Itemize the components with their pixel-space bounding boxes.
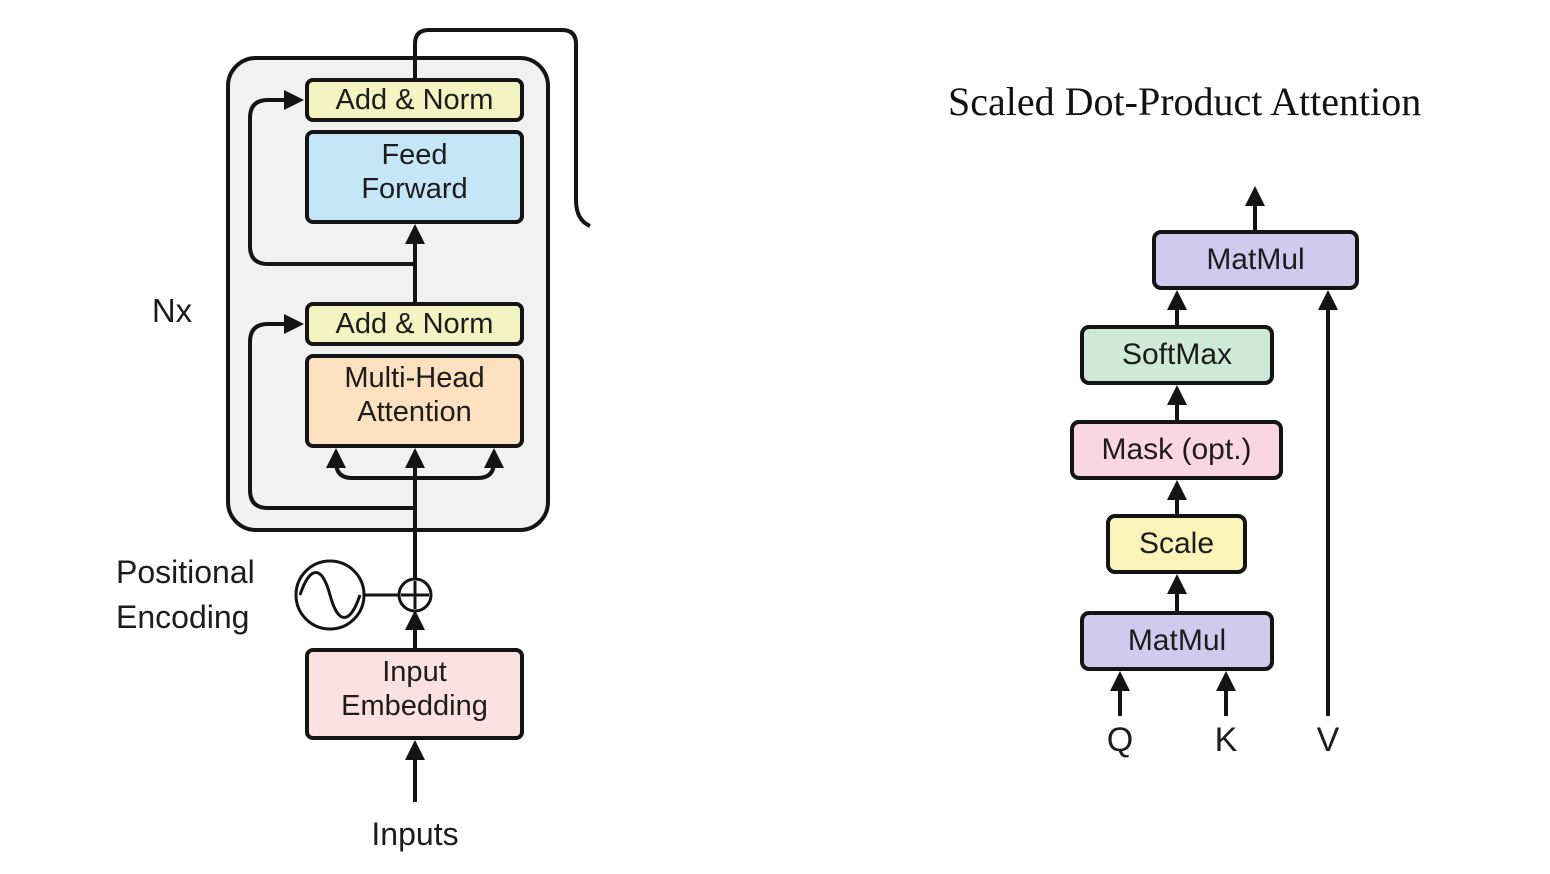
feed-forward-line-1: Feed [381, 139, 448, 171]
scale-label: Scale [1138, 527, 1215, 560]
matmul-top-box [1152, 230, 1359, 290]
feed-forward-label: Feed Forward [307, 138, 522, 206]
feed-forward-line-2: Forward [361, 173, 468, 206]
sine-wave-icon [298, 571, 362, 619]
positional-encoding-line-2: Encoding [116, 598, 250, 635]
softmax-label: SoftMax [1121, 338, 1233, 371]
matmul-bottom-label: MatMul [1127, 624, 1227, 657]
nx-label: Nx [151, 292, 193, 329]
scale-box [1106, 514, 1247, 574]
k-label: K [1214, 721, 1238, 759]
multi-head-line-2: Attention [357, 396, 472, 429]
positional-encoding-line-1: Positional [116, 554, 255, 590]
encoder-block [226, 56, 550, 532]
attention-title: Scaled Dot-Product Attention [948, 79, 1422, 124]
ffn-residual-arrow [248, 90, 415, 266]
input-embedding-line-2: Embedding [341, 690, 488, 723]
mha-add-norm-box [305, 302, 524, 346]
positional-encoding-label: Positional Encoding [116, 550, 282, 640]
q-label: Q [1106, 721, 1134, 759]
input-embedding-label: Input Embedding [307, 655, 522, 723]
feed-forward-box [305, 130, 524, 224]
mha-residual-arrow [248, 314, 415, 510]
encoder-output-line [413, 28, 591, 228]
mha-right-branch-arrow [415, 448, 504, 480]
inputs-label: Inputs [371, 816, 459, 852]
input-embedding-line-1: Input [382, 656, 447, 688]
mask-label: Mask (opt.) [1101, 433, 1252, 466]
multi-head-attention-label: Multi-Head Attention [307, 361, 522, 429]
input-embedding-box [305, 648, 524, 740]
softmax-box [1080, 325, 1274, 385]
mha-add-norm-label: Add & Norm [335, 308, 494, 340]
mask-box [1070, 420, 1283, 480]
matmul-top-label: MatMul [1206, 243, 1305, 276]
multi-head-line-1: Multi-Head [344, 362, 485, 394]
mha-left-branch-arrow [326, 448, 415, 480]
ffn-add-norm-box [305, 78, 524, 122]
v-label: V [1316, 721, 1340, 759]
matmul-bottom-box [1080, 611, 1274, 671]
ffn-add-norm-label: Add & Norm [335, 84, 494, 116]
multi-head-attention-box [305, 354, 524, 448]
